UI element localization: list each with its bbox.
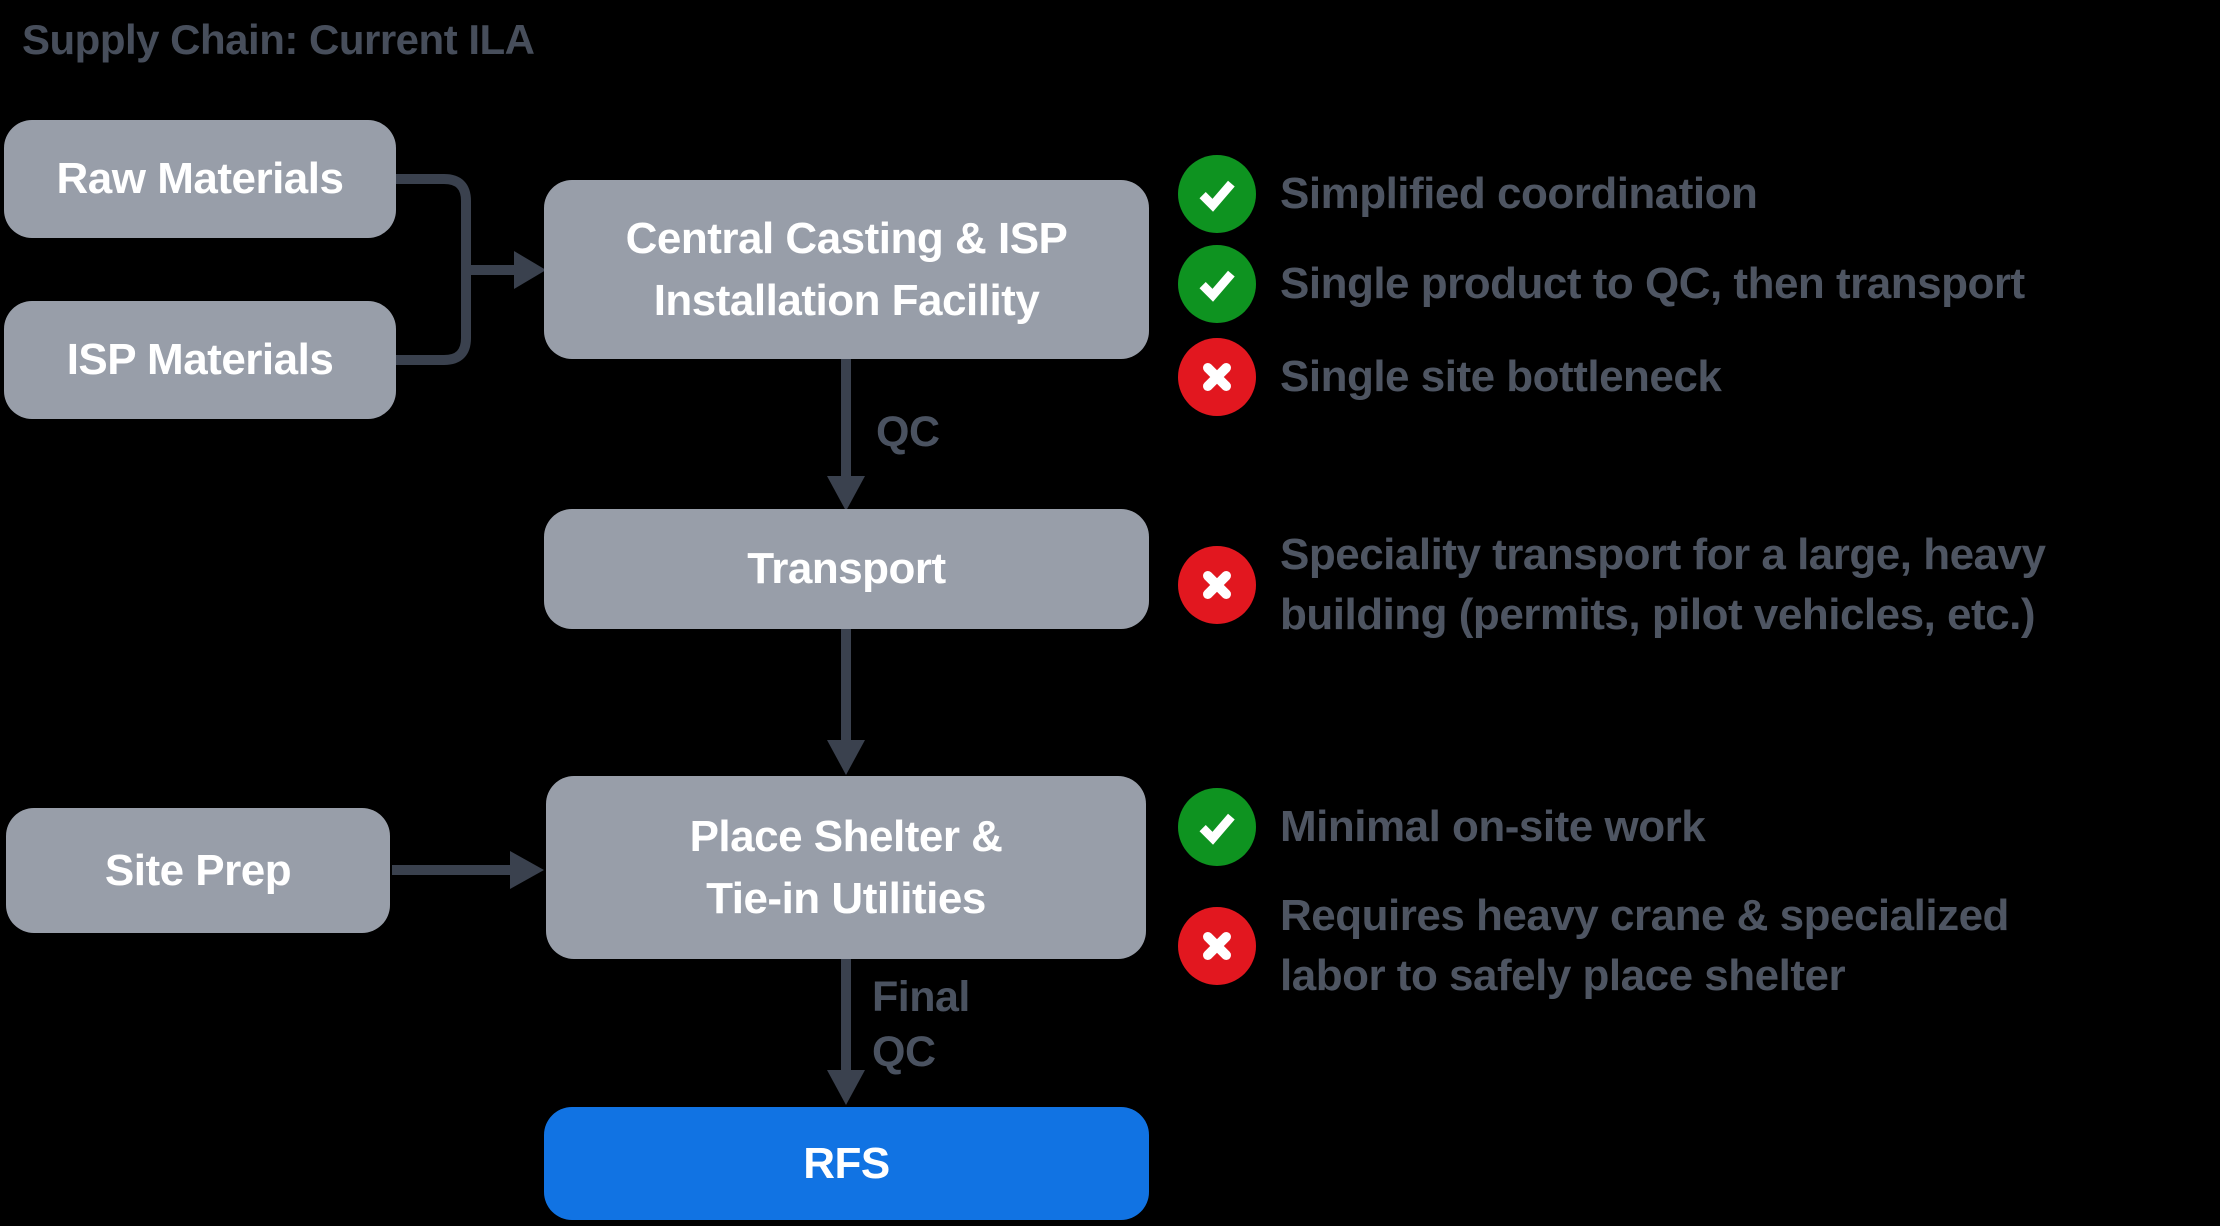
- annotation-text: Simplified coordination: [1280, 164, 1758, 224]
- arrow-siteprep-to-place-head: [510, 851, 544, 889]
- check-icon: [1178, 788, 1256, 866]
- check-icon: [1178, 245, 1256, 323]
- node-site-prep: Site Prep: [6, 808, 390, 933]
- node-transport-label: Transport: [747, 544, 946, 593]
- node-site-prep-label: Site Prep: [104, 845, 292, 895]
- check-icon: [1178, 155, 1256, 233]
- node-central-facility: Central Casting & ISP Installation Facil…: [544, 180, 1149, 359]
- node-rfs-label: RFS: [803, 1138, 890, 1188]
- annotation-single-product-qc: Single product to QC, then transport: [1178, 245, 2025, 323]
- annotation-text: Single product to QC, then transport: [1280, 254, 2025, 314]
- cross-icon: [1178, 907, 1256, 985]
- node-place-shelter: Place Shelter & Tie-in Utilities: [546, 776, 1146, 959]
- node-raw-materials-label: Raw Materials: [56, 154, 344, 203]
- annotation-line: Requires heavy crane & specialized: [1280, 891, 2009, 940]
- cross-icon: [1178, 338, 1256, 416]
- annotation-minimal-onsite-work: Minimal on-site work: [1178, 788, 1706, 866]
- node-place-shelter-label-line1: Place Shelter &: [689, 811, 1003, 861]
- annotation-line: Speciality transport for a large, heavy: [1280, 530, 2046, 579]
- annotation-line: labor to safely place shelter: [1280, 951, 1846, 1000]
- annotation-line: Single site bottleneck: [1280, 352, 1722, 401]
- annotation-line: Single product to QC, then transport: [1280, 259, 2025, 308]
- node-central-facility-label-line2: Installation Facility: [653, 275, 1040, 325]
- annotation-line: building (permits, pilot vehicles, etc.): [1280, 590, 2036, 639]
- node-central-facility-label-line1: Central Casting & ISP: [625, 213, 1068, 263]
- node-raw-materials: Raw Materials: [4, 120, 396, 238]
- final-qc-edge-label-line2: QC: [872, 1028, 936, 1076]
- node-rfs: RFS: [544, 1107, 1149, 1220]
- annotation-text: Single site bottleneck: [1280, 347, 1722, 407]
- arrow-merge-to-central-head: [514, 251, 546, 289]
- final-qc-edge-label-line1: Final: [872, 973, 970, 1021]
- annotation-text: Requires heavy crane & specialized labor…: [1280, 886, 2009, 1006]
- annotation-text: Speciality transport for a large, heavy …: [1280, 525, 2046, 645]
- qc-edge-label: QC: [876, 408, 940, 456]
- node-isp-materials-label: ISP Materials: [66, 335, 334, 384]
- annotation-line: Minimal on-site work: [1280, 802, 1706, 851]
- node-isp-materials: ISP Materials: [4, 301, 396, 419]
- final-qc-edge-label: Final QC: [872, 970, 970, 1080]
- merge-bracket-connector: [396, 174, 471, 365]
- annotation-simplified-coordination: Simplified coordination: [1178, 155, 1758, 233]
- annotation-single-site-bottleneck: Single site bottleneck: [1178, 338, 1722, 416]
- arrow-place-to-rfs-head: [827, 1070, 865, 1105]
- annotation-requires-heavy-crane: Requires heavy crane & specialized labor…: [1178, 886, 2009, 1006]
- annotation-text: Minimal on-site work: [1280, 797, 1706, 857]
- diagram-title: Supply Chain: Current ILA: [22, 16, 535, 63]
- annotation-speciality-transport: Speciality transport for a large, heavy …: [1178, 525, 2046, 645]
- cross-icon: [1178, 546, 1256, 624]
- node-place-shelter-label-line2: Tie-in Utilities: [706, 873, 986, 923]
- node-transport: Transport: [544, 509, 1149, 629]
- arrow-central-to-transport-head: [827, 476, 865, 511]
- arrow-transport-to-place-head: [827, 740, 865, 775]
- annotation-line: Simplified coordination: [1280, 169, 1758, 218]
